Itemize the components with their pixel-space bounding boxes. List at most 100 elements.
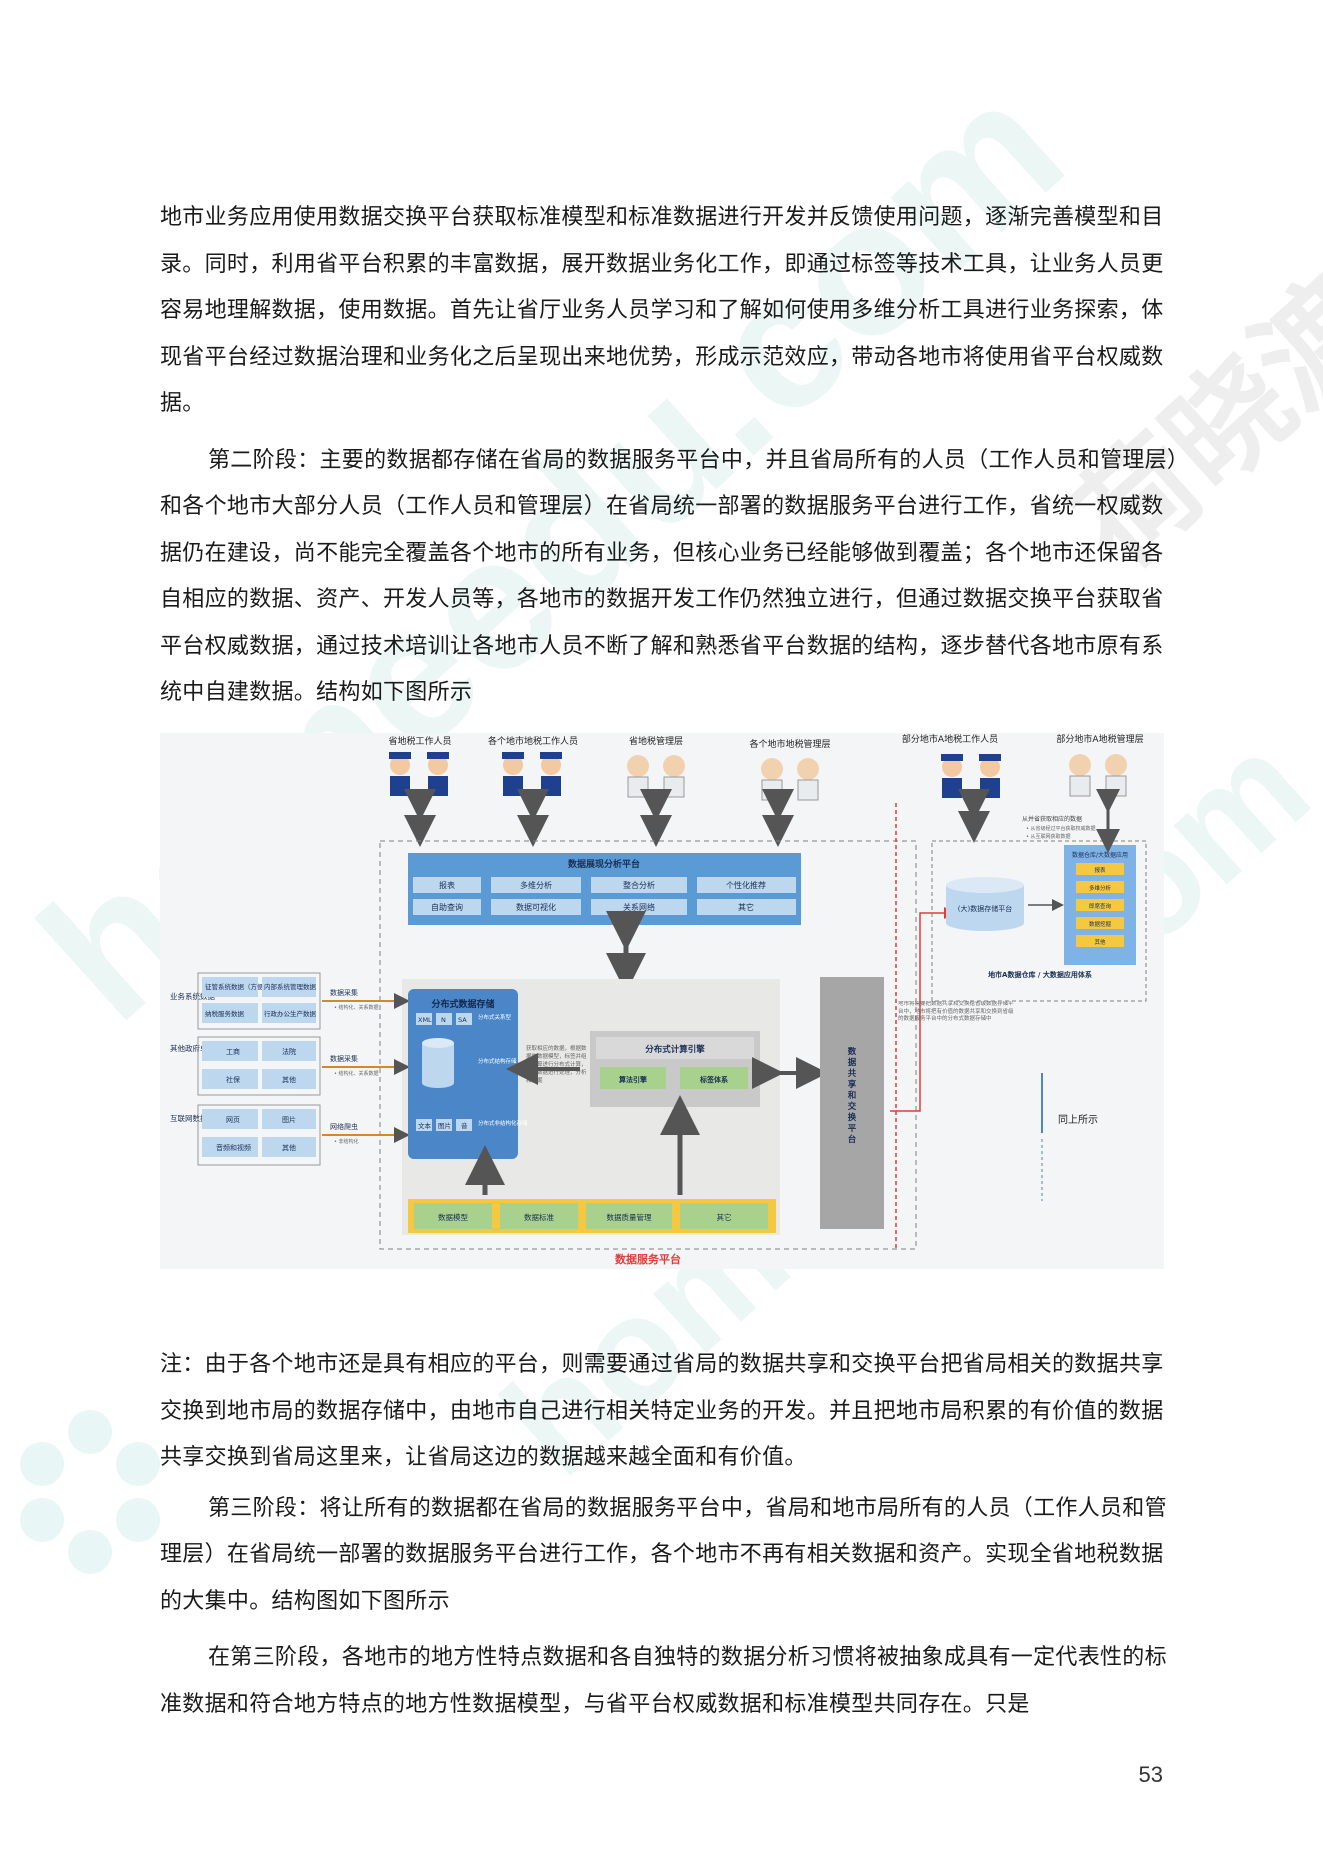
governance-bar: 数据模型 数据标准 数据质量管理 其它 xyxy=(408,1199,776,1233)
svg-text:分布式计算引擎: 分布式计算引擎 xyxy=(645,1044,705,1055)
body-text-top: 地市业务应用使用数据交换平台获取标准模型和标准数据进行开发并反馈使用问题，逐渐完… xyxy=(160,195,1180,717)
staff-figure-icon xyxy=(540,752,562,796)
svg-text:即席查询: 即席查询 xyxy=(1089,902,1112,910)
paragraph: 注：由于各个地市还是具有相应的平台，则需要通过省局的数据共享和交换平台把省局相关… xyxy=(160,1352,1164,1470)
svg-text:多维分析: 多维分析 xyxy=(520,880,552,890)
city-a-system: 从并省获取相应的数据 • 从省级经过平台获取权威数据 • 从互联网获取数据 (大… xyxy=(931,789,1147,1002)
paragraph: 地市业务应用使用数据交换平台获取标准模型和标准数据进行开发并反馈使用问题，逐渐完… xyxy=(160,205,1164,416)
svg-text:数据采集: 数据采集 xyxy=(330,988,358,997)
staff-figure-icon xyxy=(427,752,449,796)
svg-text:(大)数据存储平台: (大)数据存储平台 xyxy=(958,904,1012,913)
svg-text:内部系统管理数据: 内部系统管理数据 xyxy=(264,982,317,991)
svg-text:整合分析: 整合分析 xyxy=(623,880,655,890)
svg-text:分布式结构存储: 分布式结构存储 xyxy=(478,1057,517,1065)
svg-text:其他: 其他 xyxy=(282,1143,296,1152)
svg-text:征管系统数据（方便存储编号数据）: 征管系统数据（方便存储编号数据） xyxy=(205,982,309,991)
svg-text:• 非结构化: • 非结构化 xyxy=(334,1138,359,1145)
svg-text:地市A数据仓库 / 大数据应用体系: 地市A数据仓库 / 大数据应用体系 xyxy=(988,970,1092,979)
svg-text:网页: 网页 xyxy=(226,1116,240,1124)
svg-text:其他: 其他 xyxy=(282,1075,296,1084)
people-group-city-a-staff: 部分地市A地税工作人员 xyxy=(902,733,1001,798)
svg-text:图片: 图片 xyxy=(438,1121,451,1130)
svg-text:N: N xyxy=(441,1016,446,1024)
share-note: 地市将需要把数据共享和交换给省级数据存储平台中，地市将把有价值的数据共享和交换到… xyxy=(898,1001,1014,1022)
svg-text:数据质量管理: 数据质量管理 xyxy=(607,1212,652,1222)
svg-text:• 结构化、关系数据: • 结构化、关系数据 xyxy=(334,1070,379,1077)
manager-figure-icon xyxy=(1105,754,1127,797)
svg-text:多维分析: 多维分析 xyxy=(1089,884,1112,892)
people-label: 各个地市地税工作人员 xyxy=(488,735,578,747)
svg-text:音频和视频: 音频和视频 xyxy=(216,1143,251,1152)
staff-figure-icon xyxy=(389,752,411,796)
people-row: 省地税工作人员 各个地市地税工作人员 省地税管理层 各个地市地税管理层 部分地市… xyxy=(388,733,1144,801)
svg-text:从并省获取相应的数据: 从并省获取相应的数据 xyxy=(1022,815,1082,823)
svg-text:数据仓库/大数据应用: 数据仓库/大数据应用 xyxy=(1072,851,1128,859)
paragraph: 第三阶段：将让所有的数据都在省局的数据服务平台中，省局和地市局所有的人员（工作人… xyxy=(160,1495,1167,1614)
same-as-label: 同上所示 xyxy=(1058,1114,1098,1126)
svg-text:音: 音 xyxy=(461,1121,468,1130)
paragraph: 在第三阶段，各地市的地方性特点数据和各自独特的数据分析习惯将被抽象成具有一定代表… xyxy=(160,1645,1167,1717)
svg-text:分布式非结构化存储: 分布式非结构化存储 xyxy=(478,1119,528,1127)
svg-text:分布式关系型: 分布式关系型 xyxy=(478,1013,512,1021)
svg-text:其它: 其它 xyxy=(738,902,754,912)
svg-text:图片: 图片 xyxy=(282,1115,296,1124)
architecture-diagram: 省地税工作人员 各个地市地税工作人员 省地税管理层 各个地市地税管理层 部分地市… xyxy=(160,733,1164,1269)
svg-text:数据挖掘: 数据挖掘 xyxy=(1089,920,1112,928)
distributed-compute: 分布式计算引擎 算法引擎 标签体系 xyxy=(590,1031,760,1107)
body-text-bottom: 注：由于各个地市还是具有相应的平台，则需要通过省局的数据共享和交换平台把省局相关… xyxy=(160,1342,1180,1728)
svg-text:其它: 其它 xyxy=(717,1212,732,1222)
svg-text:算法引擎: 算法引擎 xyxy=(618,1075,648,1084)
city-storage-cylinder-icon xyxy=(946,877,1024,931)
people-label: 部分地市A地税管理层 xyxy=(1056,733,1143,745)
staff-figure-icon xyxy=(979,754,1001,798)
svg-text:社保: 社保 xyxy=(226,1075,240,1084)
people-group-city-mgmt: 各个地市地税管理层 xyxy=(749,738,831,801)
svg-text:数据可视化: 数据可视化 xyxy=(516,902,556,912)
svg-text:关系网络: 关系网络 xyxy=(623,902,655,912)
svg-text:互联网数据: 互联网数据 xyxy=(170,1113,208,1123)
city-exchange-links xyxy=(890,803,956,1249)
svg-text:自助查询: 自助查询 xyxy=(431,902,463,912)
manager-figure-icon xyxy=(1069,754,1091,797)
analysis-platform: 数据展现分析平台 报表 多维分析 整合分析 个性化推荐 自助查询 数据可视化 关… xyxy=(408,853,801,925)
manager-figure-icon xyxy=(627,755,649,798)
svg-text:纳税服务数据: 纳税服务数据 xyxy=(205,1009,245,1018)
svg-text:报表: 报表 xyxy=(1094,866,1106,874)
manager-figure-icon xyxy=(663,755,685,798)
svg-text:业务系统数据: 业务系统数据 xyxy=(170,991,215,1001)
people-label: 省地税管理层 xyxy=(629,735,683,747)
staff-figure-icon xyxy=(941,754,963,798)
people-label: 省地税工作人员 xyxy=(388,735,451,747)
database-cylinder-icon xyxy=(422,1038,454,1088)
manager-figure-icon xyxy=(761,758,783,801)
svg-text:报表: 报表 xyxy=(439,880,455,890)
watermark-logo xyxy=(20,1410,160,1580)
svg-text:XML: XML xyxy=(418,1016,432,1024)
compute-note: 获取相应的数据，根据数据的数据模型，标签并组合计算进行分布式计算，以对数据进行处… xyxy=(526,1046,587,1084)
service-platform-border xyxy=(379,840,917,1250)
svg-text:数据展现分析平台: 数据展现分析平台 xyxy=(568,858,640,870)
people-label: 部分地市A地税工作人员 xyxy=(902,733,998,745)
svg-text:• 从互联网获取数据: • 从互联网获取数据 xyxy=(1026,833,1071,840)
svg-text:数据模型: 数据模型 xyxy=(438,1212,468,1222)
paragraph: 第二阶段：主要的数据都存储在省局的数据服务平台中，并且省局所有的人员（工作人员和… xyxy=(160,447,1179,706)
svg-text:其他: 其他 xyxy=(1094,938,1106,946)
svg-text:工商: 工商 xyxy=(226,1047,240,1056)
svg-text:• 结构化、关系数据: • 结构化、关系数据 xyxy=(334,1004,379,1011)
svg-text:文本: 文本 xyxy=(418,1121,432,1130)
svg-text:网络爬虫: 网络爬虫 xyxy=(330,1122,358,1131)
svg-text:行政办公生产数据: 行政办公生产数据 xyxy=(264,1009,317,1018)
people-arrows xyxy=(404,789,990,847)
svg-text:个性化推荐: 个性化推荐 xyxy=(726,880,766,890)
service-platform-label: 数据服务平台 xyxy=(615,1252,681,1266)
manager-figure-icon xyxy=(797,758,819,801)
people-label: 各个地市地税管理层 xyxy=(749,738,830,750)
svg-text:标签体系: 标签体系 xyxy=(699,1075,728,1084)
svg-text:数据标准: 数据标准 xyxy=(524,1212,554,1222)
svg-text:SA: SA xyxy=(458,1016,467,1024)
svg-text:法院: 法院 xyxy=(282,1047,296,1056)
people-group-city-staff: 各个地市地税工作人员 xyxy=(488,735,578,796)
page-number: 53 xyxy=(1138,1762,1163,1787)
svg-text:数据采集: 数据采集 xyxy=(330,1054,358,1063)
left-data-sources: 业务系统数据 征管系统数据（方便存储编号数据） 内部系统管理数据 纳税服务数据 … xyxy=(170,972,410,1166)
